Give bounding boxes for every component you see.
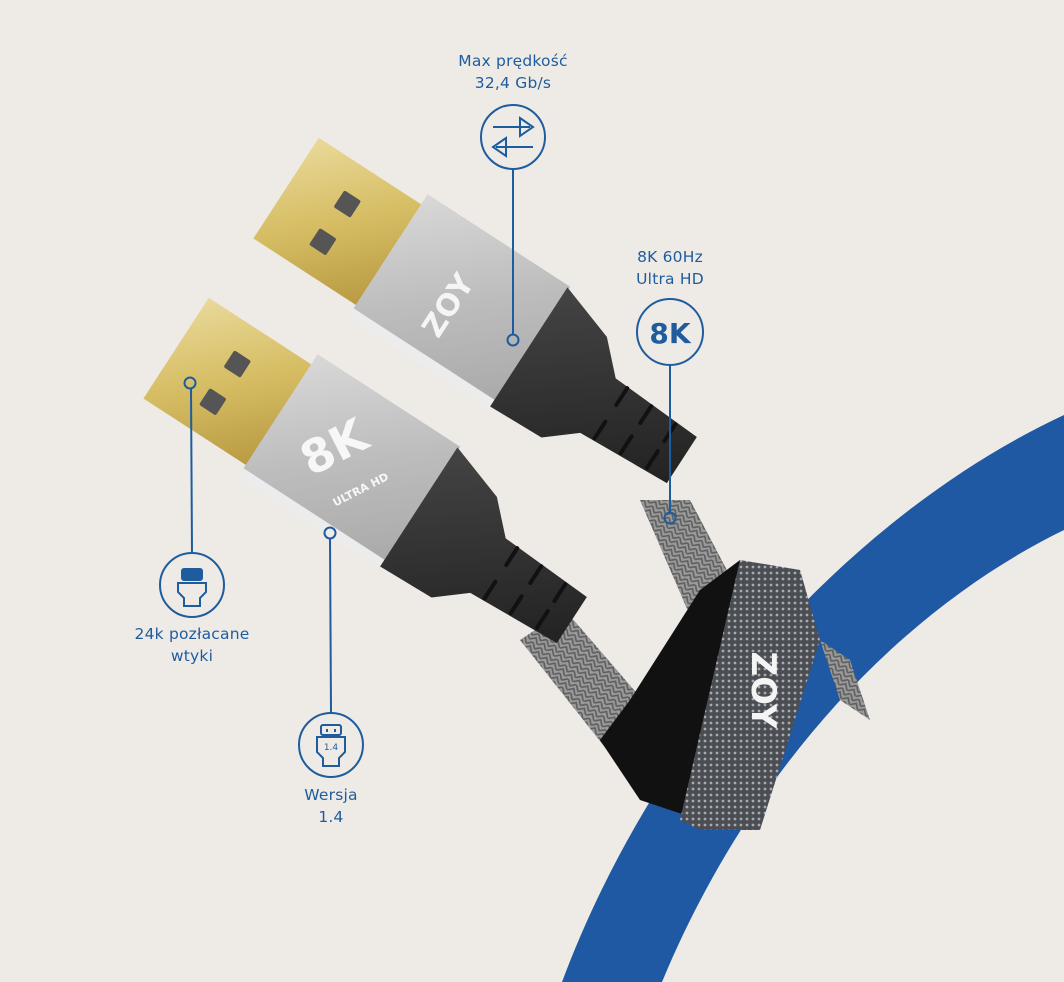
gold-plated-label-line1: 24k pozłacane: [134, 625, 250, 643]
speed-icon-circle: [480, 104, 546, 170]
version-label-line1: Wersja: [304, 786, 358, 804]
callout-resolution: [636, 298, 704, 525]
upper-strain-relief: [490, 287, 697, 484]
version-label-line2: 1.4: [318, 808, 344, 826]
blue-arc-band: [562, 415, 1064, 982]
lower-strain-relief: [380, 447, 587, 644]
velcro-strap: ZOY: [600, 560, 820, 830]
strap-brand-logo: ZOY: [743, 652, 783, 729]
8k-badge-icon: 8K: [649, 317, 691, 350]
callout-speed: [480, 104, 546, 347]
connector-version-icon: [316, 724, 346, 767]
callout-version: [298, 526, 364, 778]
resolution-label-line2: Ultra HD: [636, 270, 704, 288]
speed-label-line2: 32,4 Gb/s: [474, 74, 552, 92]
lower-gold-plug: [143, 297, 314, 467]
version-label: Wersja 1.4: [304, 784, 357, 828]
resolution-label: 8K 60Hz Ultra HD: [636, 246, 704, 290]
speed-label: Max prędkość 32,4 Gb/s: [458, 50, 567, 94]
upper-gold-plug: [253, 137, 424, 307]
upper-connector: ZOY: [253, 137, 697, 484]
gold-icon-circle: [159, 552, 225, 618]
version-icon-circle: [298, 712, 364, 778]
version-badge-text: 1.4: [324, 743, 339, 753]
gold-plated-label-line2: wtyki: [170, 647, 214, 665]
callout-gold-plated: [159, 376, 225, 618]
lower-silver-shell: [239, 354, 461, 568]
speed-label-line1: Max prędkość: [458, 52, 568, 70]
gold-plated-label: 24k pozłacane wtyki: [135, 623, 250, 667]
lower-connector: 8K ULTRA HD: [143, 297, 587, 644]
resolution-label-line1: 8K 60Hz: [637, 248, 703, 266]
gold-connector-icon: [177, 568, 207, 607]
bidirectional-arrows-icon: [491, 116, 535, 158]
upper-silver-shell: [349, 194, 571, 408]
